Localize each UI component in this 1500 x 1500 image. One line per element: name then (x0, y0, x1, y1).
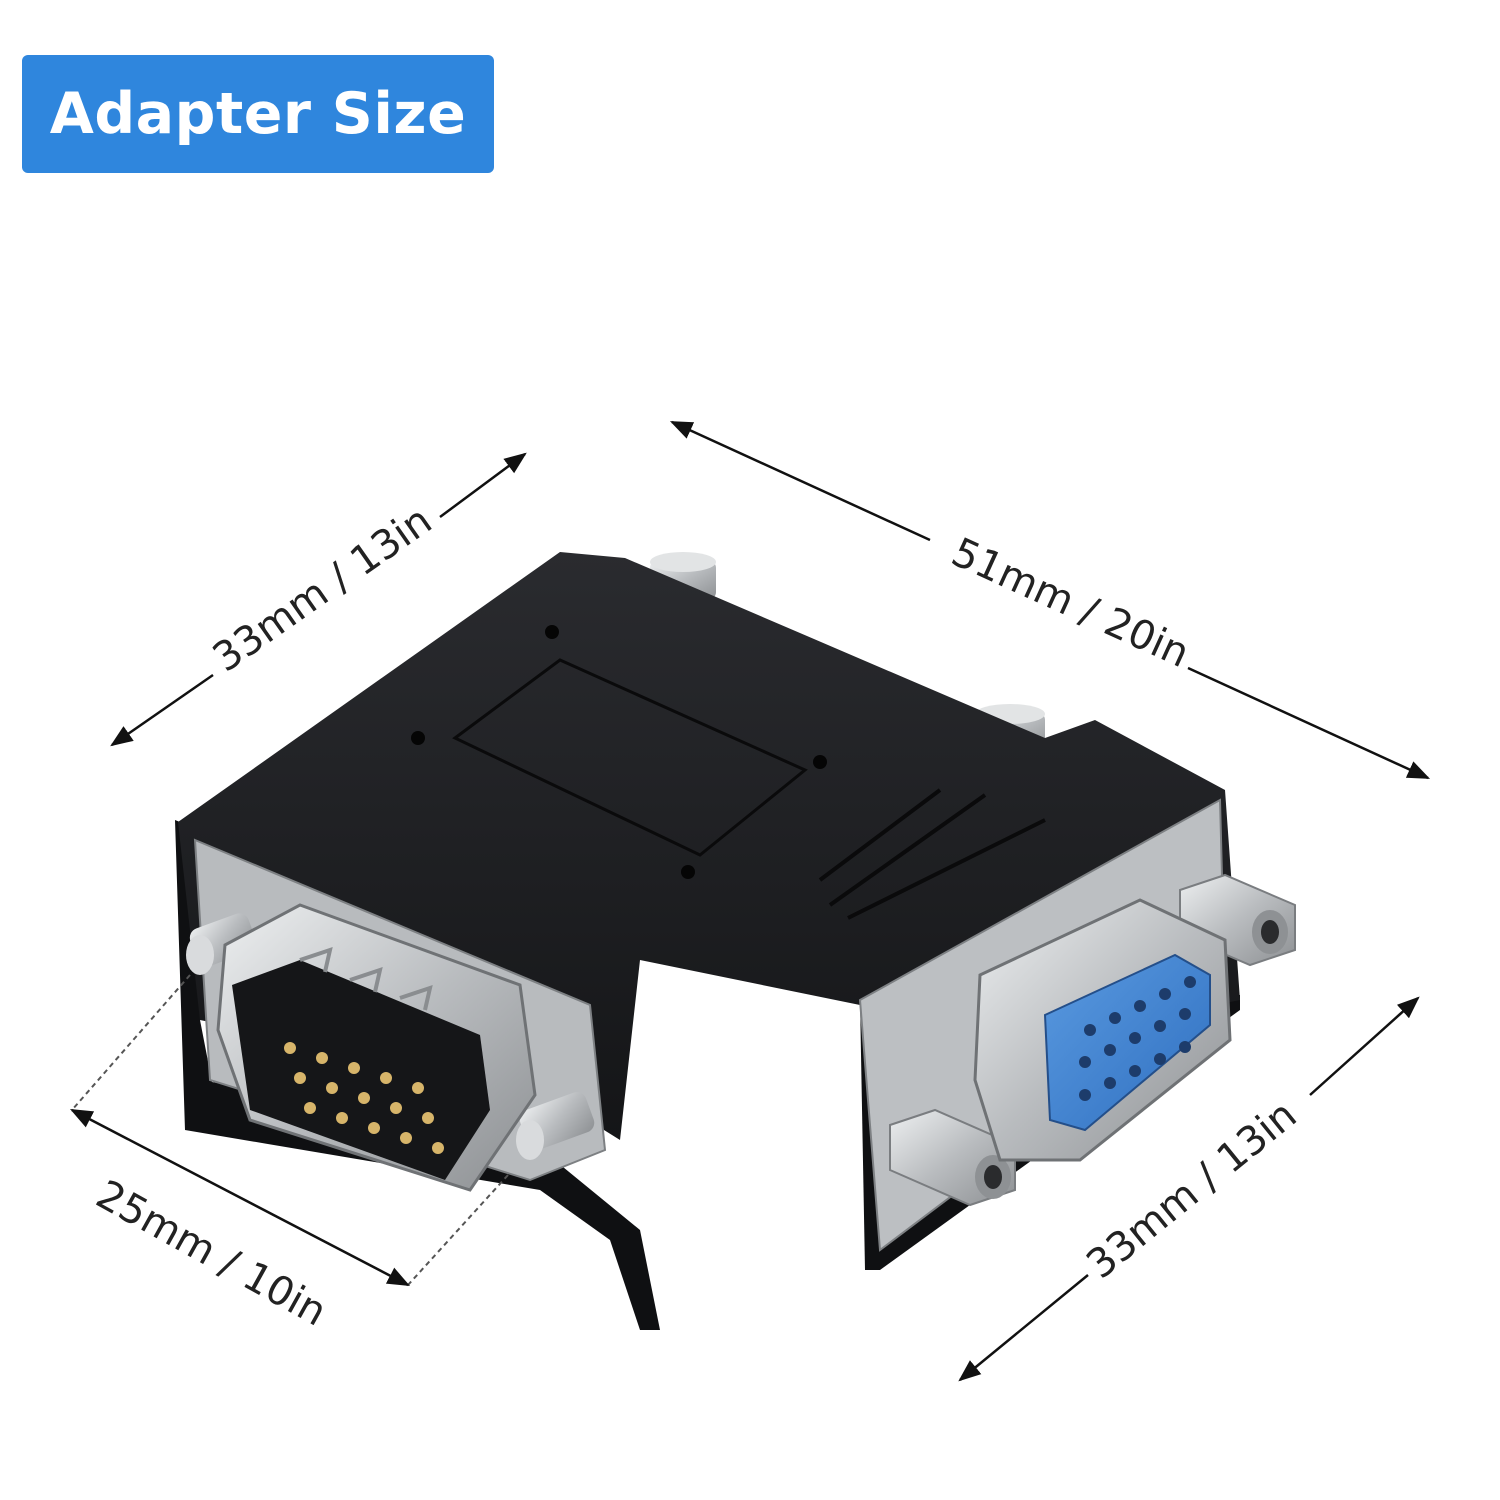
right-hex-nut-2 (889, 1108, 1016, 1207)
title-badge: Adapter Size (22, 55, 494, 173)
dim-label-top-left: 33mm / 13in (205, 497, 440, 681)
title-text: Adapter Size (49, 81, 467, 147)
dim-label-top-right: 51mm / 20in (945, 529, 1196, 677)
left-thumb-screw-2 (516, 1092, 595, 1160)
left-thumb-screw-1 (186, 913, 257, 975)
female-vga-connector (889, 873, 1296, 1207)
dim-label-bottom-left: 25mm / 10in (89, 1172, 334, 1336)
